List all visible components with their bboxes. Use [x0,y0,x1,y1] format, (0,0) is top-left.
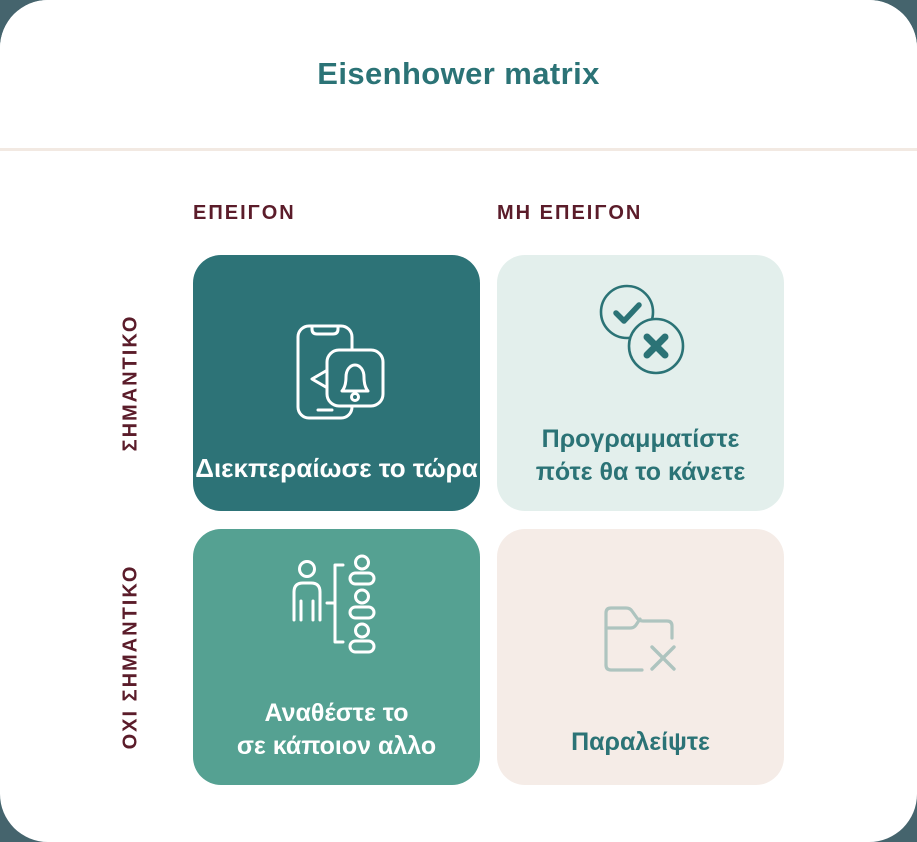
row-header-important: ΣΗΜΑΝΤΙΚΟ [119,314,142,452]
folder-x-icon [593,592,689,693]
quadrant-label: Διεκπεραίωσε το τώρα [195,453,478,483]
quadrant-label: Προγραμματίστε πότε θα το κάνετε [535,425,746,486]
column-header-not-urgent: ΜΗ ΕΠΕΙΓΟΝ [497,202,643,224]
quadrant-schedule-it: Προγραμματίστε πότε θα το κάνετε [497,255,784,511]
card-header: Eisenhower matrix [0,0,917,151]
quadrant-skip-it: Παραλείψτε [497,529,784,785]
column-header-urgent: ΕΠΕΙΓΟΝ [193,202,296,224]
phone-notification-icon [285,323,389,432]
check-cross-circles-icon [591,282,691,387]
page-title: Eisenhower matrix [317,56,600,91]
quadrant-label: Παραλείψτε [571,728,710,756]
quadrant-delegate-it: Αναθέστε το σε κάποιον αλλο [193,529,480,785]
quadrant-label: Αναθέστε το σε κάποιον αλλο [236,699,437,760]
delegate-people-icon [285,554,389,663]
quadrant-do-it-now: Διεκπεραίωσε το τώρα [193,255,480,511]
row-header-not-important: ΟΧΙ ΣΗΜΑΝΤΙΚΟ [119,564,142,750]
